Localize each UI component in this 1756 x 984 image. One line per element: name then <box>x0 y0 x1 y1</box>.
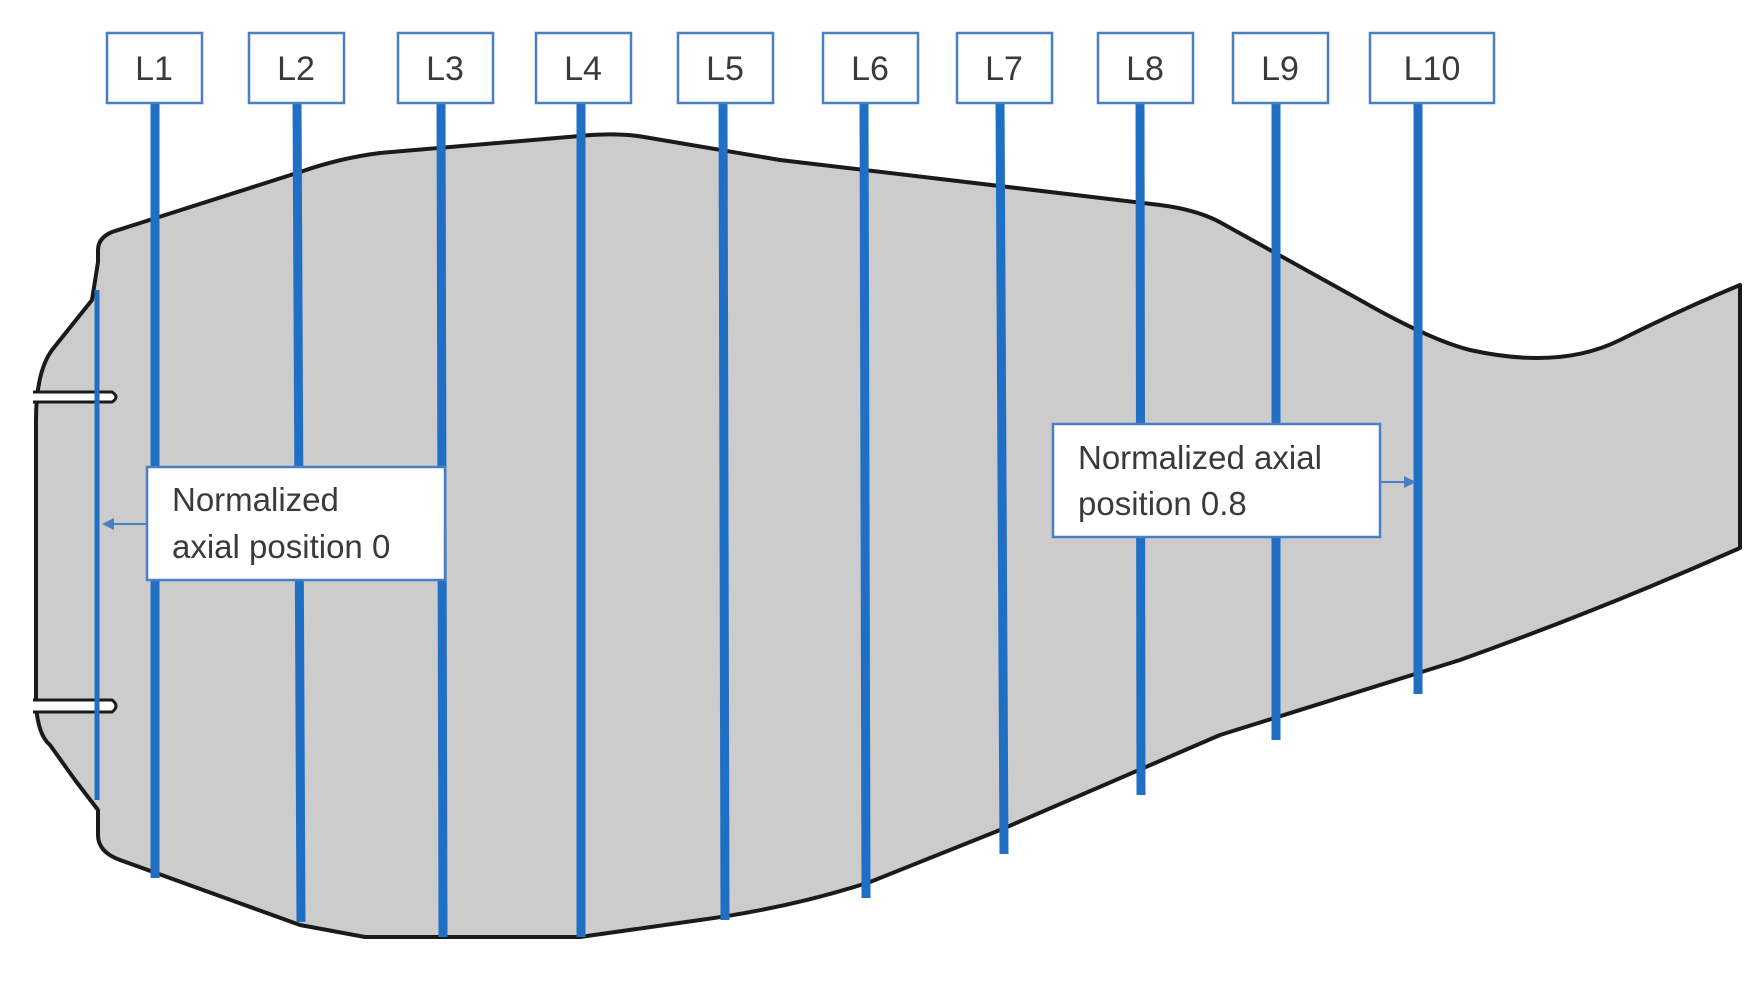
label-l8-text: L8 <box>1126 50 1164 88</box>
label-l8: L8 <box>1096 31 1195 105</box>
body-shape <box>34 132 1742 939</box>
callout-end-line2: position 0.8 <box>1078 485 1247 522</box>
inlet-pipe-upper <box>33 390 118 404</box>
label-l3: L3 <box>396 31 495 105</box>
label-l3-text: L3 <box>426 50 464 88</box>
label-l4-text: L4 <box>564 50 602 88</box>
label-l9-text: L9 <box>1261 50 1299 88</box>
line-l7 <box>995 99 1009 855</box>
label-l10-text: L10 <box>1404 50 1461 88</box>
callout-end-line1: Normalized axial <box>1078 439 1322 476</box>
label-l6: L6 <box>821 31 920 105</box>
label-l9: L9 <box>1231 31 1330 105</box>
measurement-lines <box>150 99 1423 938</box>
callout-zero-arrowhead <box>102 518 114 530</box>
label-l10: L10 <box>1368 31 1496 105</box>
label-l5-text: L5 <box>706 50 744 88</box>
label-l7: L7 <box>955 31 1054 105</box>
callout-zero-line1: Normalized <box>172 481 339 518</box>
label-l2: L2 <box>247 31 346 105</box>
line-labels: L1 L2 L3 L4 L5 L6 L7 L8 <box>105 31 1496 105</box>
label-l5: L5 <box>676 31 775 105</box>
line-l6 <box>859 99 871 899</box>
label-l1-text: L1 <box>135 50 173 88</box>
label-l6-text: L6 <box>851 50 889 88</box>
callout-position-end: Normalized axial position 0.8 <box>1051 422 1416 539</box>
inlet-pipe-lower <box>33 698 118 714</box>
callout-zero-line2: axial position 0 <box>172 528 390 565</box>
line-l5 <box>718 99 730 921</box>
label-l7-text: L7 <box>985 50 1023 88</box>
callout-position-zero: Normalized axial position 0 <box>102 465 447 582</box>
label-l1: L1 <box>105 31 204 105</box>
label-l4: L4 <box>534 31 633 105</box>
callout-end-arrowhead <box>1404 476 1416 488</box>
label-l2-text: L2 <box>277 50 315 88</box>
